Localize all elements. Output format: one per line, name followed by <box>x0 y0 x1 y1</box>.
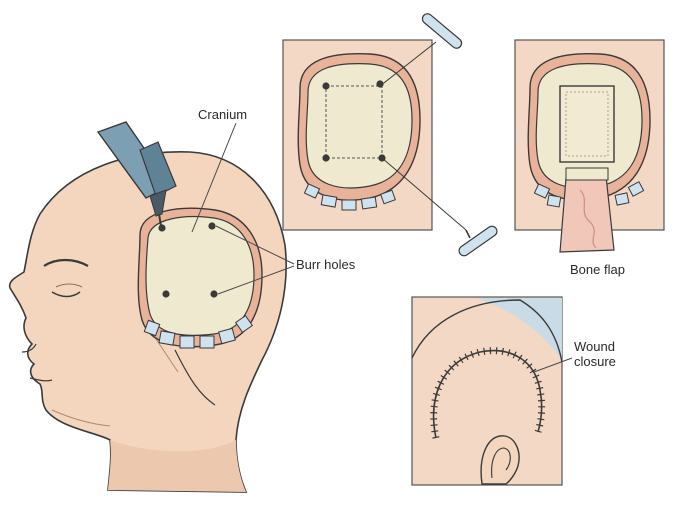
panel-bone-flap <box>514 39 665 253</box>
label-burr-holes: Burr holes <box>296 257 356 272</box>
scalp-clips <box>143 314 254 349</box>
label-bone-flap: Bone flap <box>570 262 625 277</box>
burr-hole <box>208 222 216 230</box>
burr-holes-head <box>158 222 218 298</box>
exposed-cranium <box>145 216 255 336</box>
label-cranium: Cranium <box>198 107 248 122</box>
saw-tool-top <box>421 13 463 49</box>
burr-hole <box>158 224 166 232</box>
burr-hole <box>210 290 218 298</box>
cheek-line <box>174 349 216 406</box>
burr-hole <box>162 290 170 298</box>
head-profile <box>8 151 287 493</box>
saw-tool-bottom <box>458 225 498 257</box>
closed-eye <box>51 291 81 298</box>
bone-flap <box>559 175 615 253</box>
ear <box>480 435 520 485</box>
mouth <box>29 377 53 382</box>
label-wound-line2: closure <box>574 354 616 369</box>
label-wound-closure: Wound closure <box>574 339 616 369</box>
panel-cut-outline <box>282 13 498 257</box>
panel-wound-closure <box>411 296 573 486</box>
leader-lines <box>191 122 295 295</box>
eyebrow <box>43 258 89 267</box>
label-wound-line1: Wound <box>574 339 615 354</box>
surgical-drill <box>96 121 177 227</box>
